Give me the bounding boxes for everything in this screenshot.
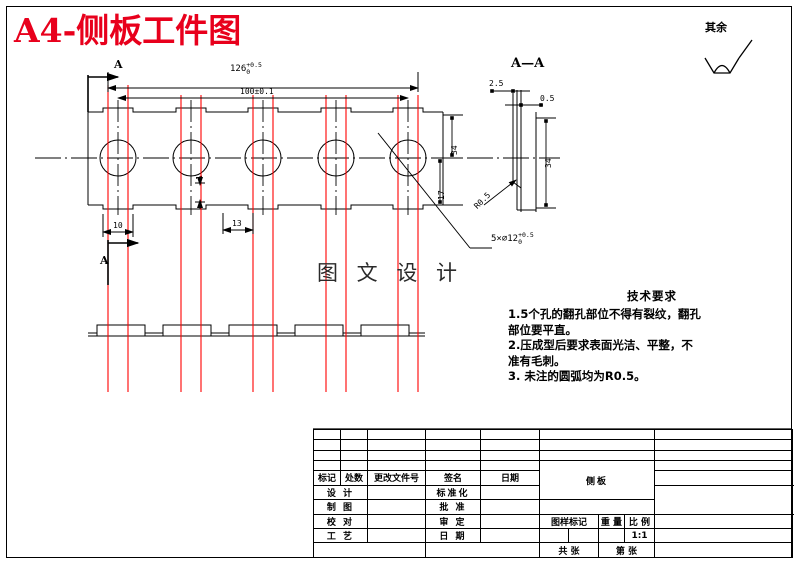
spacer-cell xyxy=(654,459,793,472)
part-name: 侧板 xyxy=(539,459,655,501)
revision-cell[interactable] xyxy=(425,428,481,441)
tech-requirements-title: 技术要求 xyxy=(627,289,677,303)
label-sheet-total: 共 张 xyxy=(539,542,599,558)
section-mark-bottom-a: A xyxy=(100,254,109,267)
role-reviewer: 审 定 xyxy=(425,513,481,530)
tech-requirements-block: 技术要求 1.5个孔的翻孔部位不得有裂纹，翻孔 部位要平直。 2.压成型后要求表… xyxy=(508,288,796,385)
role-process: 工 艺 xyxy=(313,527,368,544)
revision-cell[interactable] xyxy=(340,449,368,461)
tech-requirement-item: 3. 未注的圆弧均为R0.5。 xyxy=(508,369,646,383)
tol-upper: +0.5 xyxy=(246,61,262,69)
weight-value[interactable] xyxy=(598,527,625,544)
spacer-cell xyxy=(654,439,793,451)
spacer-cell xyxy=(539,439,655,451)
label-scale: 比 例 xyxy=(624,513,655,530)
tech-requirement-item: 部位要平直。 xyxy=(508,322,577,337)
tech-requirement-item: 准有毛刺。 xyxy=(508,353,566,368)
section-mark-top-a: A xyxy=(114,58,123,71)
header-signature: 签名 xyxy=(425,470,481,486)
spacer-cell xyxy=(654,527,793,544)
role-date: 日 期 xyxy=(425,527,481,544)
role-standardization: 标准化 xyxy=(425,484,481,501)
dim-height-partial: 17 xyxy=(437,190,446,200)
title-block: 侧板 标记 处数 更改文件号 签名 日期 设 计 标准化 xyxy=(313,428,793,558)
spacer-cell xyxy=(654,542,793,558)
header-mark: 标记 xyxy=(313,470,341,486)
spacer-cell xyxy=(654,449,793,461)
revision-cell[interactable] xyxy=(313,449,341,461)
role-reviewer-value[interactable] xyxy=(480,513,540,530)
tol-lower: 0 xyxy=(246,67,251,76)
drawing-mark-cell[interactable] xyxy=(539,527,569,544)
dim-wall-right: 0.5 xyxy=(540,94,555,103)
role-standardization-value[interactable] xyxy=(480,484,540,501)
label-sheet-index: 第 张 xyxy=(598,542,655,558)
role-checker-value[interactable] xyxy=(367,513,426,530)
revision-cell[interactable] xyxy=(340,428,368,441)
spacer-cell xyxy=(654,428,793,441)
scale-value: 1:1 xyxy=(624,527,655,544)
spacer-cell xyxy=(654,513,793,530)
revision-cell[interactable] xyxy=(480,428,540,441)
header-change-doc-no: 更改文件号 xyxy=(367,470,426,486)
dim-edge-offset: 10 xyxy=(113,221,123,230)
label-drawing-mark: 图样标记 xyxy=(539,513,599,530)
revision-cell[interactable] xyxy=(425,459,481,472)
role-designer: 设 计 xyxy=(313,484,368,501)
revision-cell[interactable] xyxy=(480,439,540,451)
label-weight: 重 量 xyxy=(598,513,625,530)
page-title: A4-侧板工件图 xyxy=(14,11,242,50)
tech-requirement-item: 2.压成型后要求表面光洁、平整，不 xyxy=(508,338,693,352)
revision-cell[interactable] xyxy=(340,459,368,472)
revision-cell[interactable] xyxy=(367,449,426,461)
dim-height-total-front: 34 xyxy=(450,145,459,155)
revision-cell[interactable] xyxy=(367,459,426,472)
spacer-cell xyxy=(539,449,655,461)
drawing-mark-cell[interactable] xyxy=(568,527,599,544)
role-checker: 校 对 xyxy=(313,513,368,530)
sheet-footer-blank2 xyxy=(425,542,540,558)
dim-hole-span: 100±0.1 xyxy=(240,87,274,96)
watermark-text: 图 文 设 计 xyxy=(317,261,464,285)
revision-cell[interactable] xyxy=(367,439,426,451)
revision-cell[interactable] xyxy=(480,459,540,472)
role-drafter: 制 图 xyxy=(313,499,368,515)
dim-wall-left: 2.5 xyxy=(489,79,504,88)
role-approver: 批 准 xyxy=(425,499,481,515)
dim-notch-depth: 1 xyxy=(195,175,204,180)
dim-notch-pitch: 13 xyxy=(232,219,242,228)
tech-requirement-item: 1.5个孔的翻孔部位不得有裂纹，翻孔 xyxy=(508,307,701,321)
spacer-cell xyxy=(654,470,793,486)
revision-cell[interactable] xyxy=(313,428,341,441)
revision-cell[interactable] xyxy=(313,439,341,451)
section-view-label: A—A xyxy=(511,56,545,71)
revision-cell[interactable] xyxy=(480,449,540,461)
revision-cell[interactable] xyxy=(367,428,426,441)
header-count: 处数 xyxy=(340,470,368,486)
role-designer-value[interactable] xyxy=(367,484,426,501)
sheet-footer-blank xyxy=(313,542,426,558)
revision-cell[interactable] xyxy=(313,459,341,472)
revision-cell[interactable] xyxy=(340,439,368,451)
role-drafter-value[interactable] xyxy=(367,499,426,515)
revision-cell[interactable] xyxy=(425,439,481,451)
drawing-mark-area xyxy=(654,484,793,515)
sheet-border xyxy=(6,6,792,558)
revision-cell[interactable] xyxy=(425,449,481,461)
role-date-value[interactable] xyxy=(480,527,540,544)
role-approver-value[interactable] xyxy=(480,499,540,515)
dim-section-height: 34 xyxy=(544,158,553,168)
role-process-value[interactable] xyxy=(367,527,426,544)
surface-finish-others-label: 其余 xyxy=(705,21,727,34)
header-date: 日期 xyxy=(480,470,540,486)
spacer-cell xyxy=(539,428,655,441)
